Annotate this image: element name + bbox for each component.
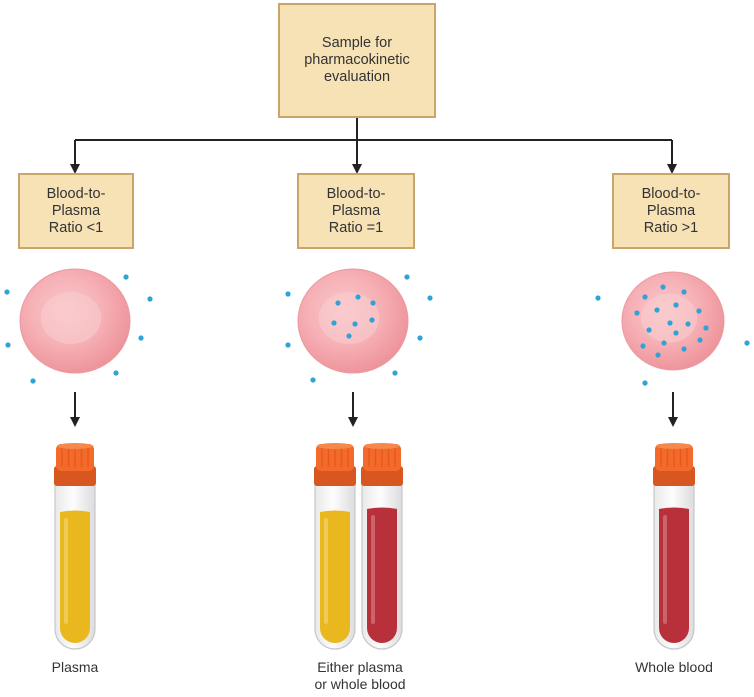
ratio-box-equal-1: Blood-to- Plasma Ratio =1: [297, 173, 415, 249]
whole-blood-tube-2-0: [653, 443, 695, 650]
drug-dot-inside: [696, 308, 702, 314]
drug-dot-inside: [703, 325, 709, 331]
ratio-label-line: Blood-to-: [641, 185, 701, 202]
liquid-highlight: [64, 518, 68, 624]
whole-blood-liquid: [659, 507, 689, 643]
drug-dot-inside: [655, 352, 661, 358]
drug-dot-outside: [595, 295, 601, 301]
ratio-label-line: Ratio >1: [643, 219, 699, 236]
cell-center: [640, 293, 698, 343]
drug-dot-inside: [634, 310, 640, 316]
cap-top: [317, 443, 353, 449]
drug-dot-outside: [392, 370, 398, 376]
red-blood-cell-1: [285, 268, 433, 383]
plasma-liquid: [60, 510, 90, 643]
result-label-line: or whole blood: [314, 676, 406, 692]
ratio-label-line: Plasma: [646, 202, 696, 219]
result-label-whole-blood: Whole blood: [614, 659, 734, 676]
cap-top: [364, 443, 400, 449]
red-blood-cell-0: [4, 268, 153, 384]
plasma-liquid: [320, 510, 350, 643]
cap-top: [57, 443, 93, 449]
drug-dot-inside: [685, 321, 691, 327]
drug-dot-inside: [642, 294, 648, 300]
drug-dot-inside: [681, 346, 687, 352]
drug-dot-inside: [352, 321, 358, 327]
ratio-label-line: Ratio <1: [48, 219, 104, 236]
drug-dot-inside: [673, 302, 679, 308]
ratio-box-greater-than-1: Blood-to- Plasma Ratio >1: [612, 173, 730, 249]
ratio-label-line: Plasma: [331, 202, 381, 219]
drug-dot-outside: [138, 335, 144, 341]
drug-dot-outside: [310, 377, 316, 383]
drug-dot-outside: [285, 342, 291, 348]
drug-dot-outside: [427, 295, 433, 301]
ratio-box-less-than-1: Blood-to- Plasma Ratio <1: [18, 173, 134, 249]
drug-dot-inside: [369, 317, 375, 323]
drug-dot-outside: [30, 378, 36, 384]
root-label-line: pharmacokinetic: [304, 52, 410, 68]
drug-dot-inside: [355, 294, 361, 300]
ratio-label-line: Ratio =1: [328, 219, 384, 236]
drug-dot-outside: [417, 335, 423, 341]
cell-center: [40, 292, 102, 344]
root-label-line: Sample for: [321, 35, 393, 51]
drug-dot-outside: [744, 340, 750, 346]
root-sample-box: Sample for pharmacokinetic evaluation: [278, 3, 436, 118]
drug-dot-outside: [5, 342, 11, 348]
liquid-highlight: [371, 515, 375, 624]
drug-dot-outside: [404, 274, 410, 280]
drug-dot-inside: [681, 289, 687, 295]
result-label-plasma: Plasma: [15, 659, 135, 676]
drug-dot-inside: [331, 320, 337, 326]
drug-dot-inside: [370, 300, 376, 306]
result-label-either: Either plasma or whole blood: [285, 659, 435, 693]
cell-center: [318, 292, 380, 344]
ratio-label-line: Blood-to-: [46, 185, 106, 202]
drug-dot-inside: [346, 333, 352, 339]
drug-dot-inside: [646, 327, 652, 333]
cells-layer: [4, 268, 750, 386]
drug-dot-outside: [123, 274, 129, 280]
drug-dot-inside: [667, 320, 673, 326]
drug-dot-outside: [113, 370, 119, 376]
result-label-line: Either plasma: [317, 659, 403, 675]
drug-dot-inside: [654, 307, 660, 313]
drug-dot-outside: [285, 291, 291, 297]
liquid-highlight: [324, 518, 328, 624]
tubes-layer: [54, 443, 695, 650]
drug-dot-inside: [335, 300, 341, 306]
drug-dot-inside: [660, 284, 666, 290]
plasma-tube-1-0: [314, 443, 356, 650]
whole-blood-liquid: [367, 507, 397, 643]
result-label-line: Plasma: [51, 659, 99, 675]
ratio-label-line: Plasma: [51, 202, 101, 219]
drug-dot-outside: [642, 380, 648, 386]
root-label-line: evaluation: [323, 69, 391, 85]
drug-dot-outside: [4, 289, 10, 295]
plasma-tube-0-0: [54, 443, 96, 650]
drug-dot-inside: [661, 340, 667, 346]
whole-blood-tube-1-1: [361, 443, 403, 650]
connector-lines: [70, 118, 678, 427]
drug-dot-inside: [673, 330, 679, 336]
cap-top: [656, 443, 692, 449]
ratio-label-line: Blood-to-: [326, 185, 386, 202]
red-blood-cell-2: [595, 271, 750, 386]
drug-dot-inside: [697, 337, 703, 343]
drug-dot-outside: [147, 296, 153, 302]
liquid-highlight: [663, 515, 667, 624]
drug-dot-inside: [640, 343, 646, 349]
result-label-line: Whole blood: [635, 659, 713, 675]
